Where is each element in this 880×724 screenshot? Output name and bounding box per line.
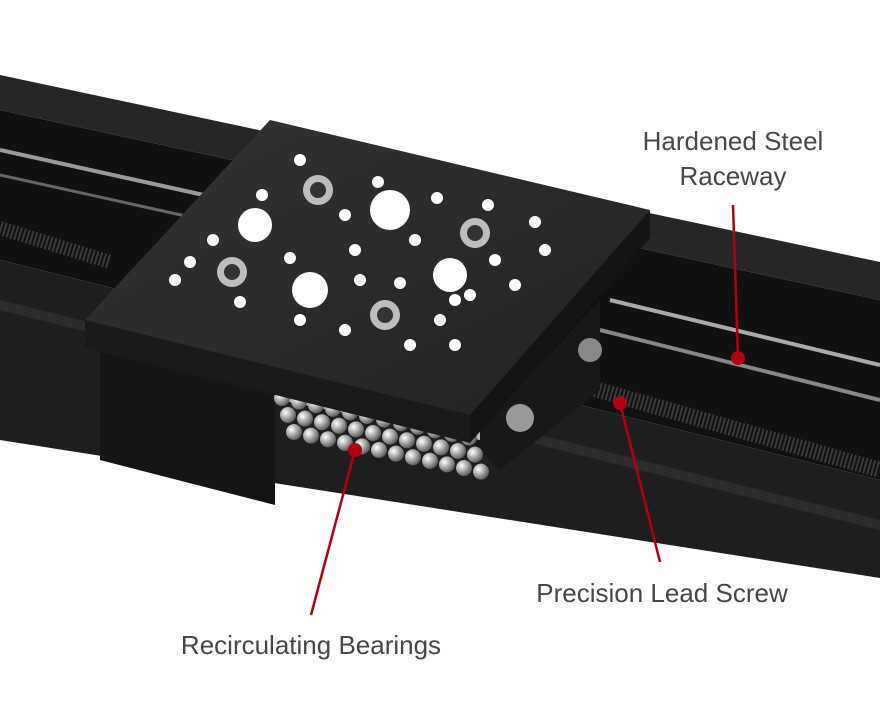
bearing-ball [456,460,472,476]
small-hole [464,289,476,301]
bearing-ball [467,446,483,463]
small-hole [169,274,181,286]
bearing-ball [399,432,415,449]
small-hole [234,296,246,308]
raceway-rod [609,298,880,367]
leader-raceway [731,204,745,365]
mounting-holes [169,154,551,351]
small-hole [256,189,268,201]
bearing-ball [320,431,336,448]
bearing-ball [280,407,296,423]
carriage-plate-top [85,120,650,415]
small-hole [449,294,461,306]
bearing-ball [331,417,347,434]
small-hole [489,254,501,266]
large-hole [433,258,467,292]
large-hole [370,190,410,230]
small-hole [207,234,219,246]
bearing-ball [348,421,364,438]
bearing-ball [433,439,449,456]
large-hole [238,208,272,242]
bearing-ball [286,424,302,440]
small-hole [284,252,296,264]
small-hole [449,339,461,351]
bearing-ball [297,410,313,427]
screw-head [506,404,534,432]
small-hole [349,244,361,256]
small-hole [482,199,494,211]
bearing-ball [439,456,455,473]
small-hole [404,339,416,351]
small-hole [539,244,551,256]
small-hole [434,314,446,326]
bearing-ball [371,442,387,458]
leader-bearings [309,443,362,616]
raceway-label-line1: Hardened Steel [642,126,824,156]
carriage-plate-side [470,210,650,443]
small-hole [372,176,384,188]
bearing-ball [405,449,421,466]
carriage-plate-front [85,320,470,443]
bearing-ball [382,428,398,445]
small-hole [509,279,521,291]
small-hole [354,274,366,286]
small-hole [184,256,196,268]
bearing-ball [416,435,432,452]
small-hole [294,314,306,326]
bearing-ball [422,452,438,469]
bearing-ball [388,445,404,462]
small-hole [294,154,306,166]
small-hole [339,209,351,221]
leader-lead-screw [613,396,662,563]
small-hole [339,324,351,336]
raceway-rod [0,148,241,205]
bearing-ball [365,425,381,441]
small-hole [431,192,443,204]
small-hole [529,216,541,228]
large-hole [292,272,328,308]
bearings-label: Recirculating Bearings [180,630,442,660]
bearing-ball [473,463,489,480]
bearing-ball [450,443,466,459]
raceway-label: Hardened Steel Raceway [643,124,824,194]
small-hole [394,277,406,289]
bearing-ball [303,427,319,444]
lead-screw [0,221,113,269]
bearing-ball [314,414,330,431]
small-hole [409,234,421,246]
raceway-label-line2: Raceway [679,161,787,191]
lead-screw-label: Precision Lead Screw [536,578,788,608]
